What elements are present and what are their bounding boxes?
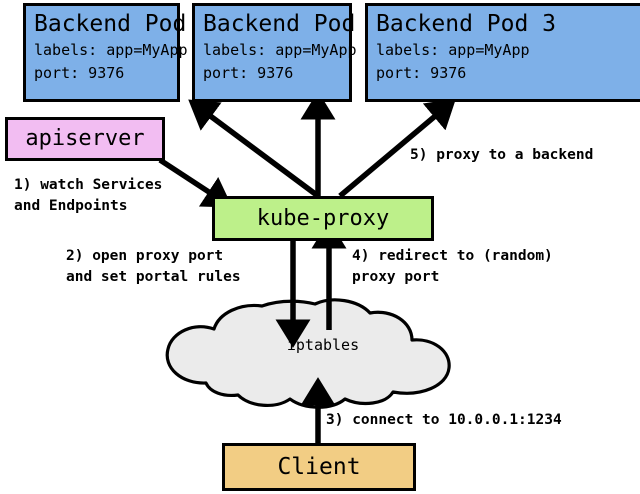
backend-pod-3-title: Backend Pod 3 [376, 11, 557, 37]
backend-pod-3-box[interactable]: Backend Pod 3 labels: app=MyApp port: 93… [365, 3, 640, 102]
backend-pod-3-port: port: 9376 [376, 64, 467, 82]
iptables-cloud [165, 298, 451, 409]
backend-pod-1-title: Backend Pod 1 [34, 11, 215, 37]
backend-pod-2-port: port: 9376 [203, 64, 294, 82]
arrow-kubeproxy-to-pod1 [188, 99, 320, 199]
arrow-kubeproxy-to-pod3 [338, 98, 457, 199]
client-title: Client [277, 454, 361, 480]
client-box[interactable]: Client [222, 443, 416, 491]
backend-pod-1-box[interactable]: Backend Pod 1 labels: app=MyApp port: 93… [23, 3, 214, 102]
kube-proxy-title: kube-proxy [256, 205, 390, 231]
apiserver-title: apiserver [25, 126, 145, 151]
step-1-label: 1) watch Services and Endpoints [14, 177, 163, 214]
backend-pod-2-box[interactable]: Backend Pod 2 labels: app=MyApp port: 93… [192, 3, 383, 102]
step-4-label: 4) redirect to (random) proxy port [352, 248, 553, 285]
step-3-label: 3) connect to 10.0.0.1:1234 [326, 412, 562, 428]
apiserver-box[interactable]: apiserver [5, 117, 165, 161]
arrow-apiserver-to-kubeproxy [158, 157, 233, 208]
backend-pod-3-labels: labels: app=MyApp [376, 41, 530, 59]
backend-pod-1-port: port: 9376 [34, 64, 125, 82]
backend-pod-2-title: Backend Pod 2 [203, 11, 384, 37]
backend-pod-1-labels: labels: app=MyApp [34, 41, 188, 59]
step-5-label: 5) proxy to a backend [410, 147, 594, 163]
kube-proxy-box[interactable]: kube-proxy [212, 196, 434, 241]
backend-pod-2-labels: labels: app=MyApp [203, 41, 357, 59]
iptables-label: iptables [286, 336, 360, 354]
step-2-label: 2) open proxy port and set portal rules [66, 248, 241, 285]
